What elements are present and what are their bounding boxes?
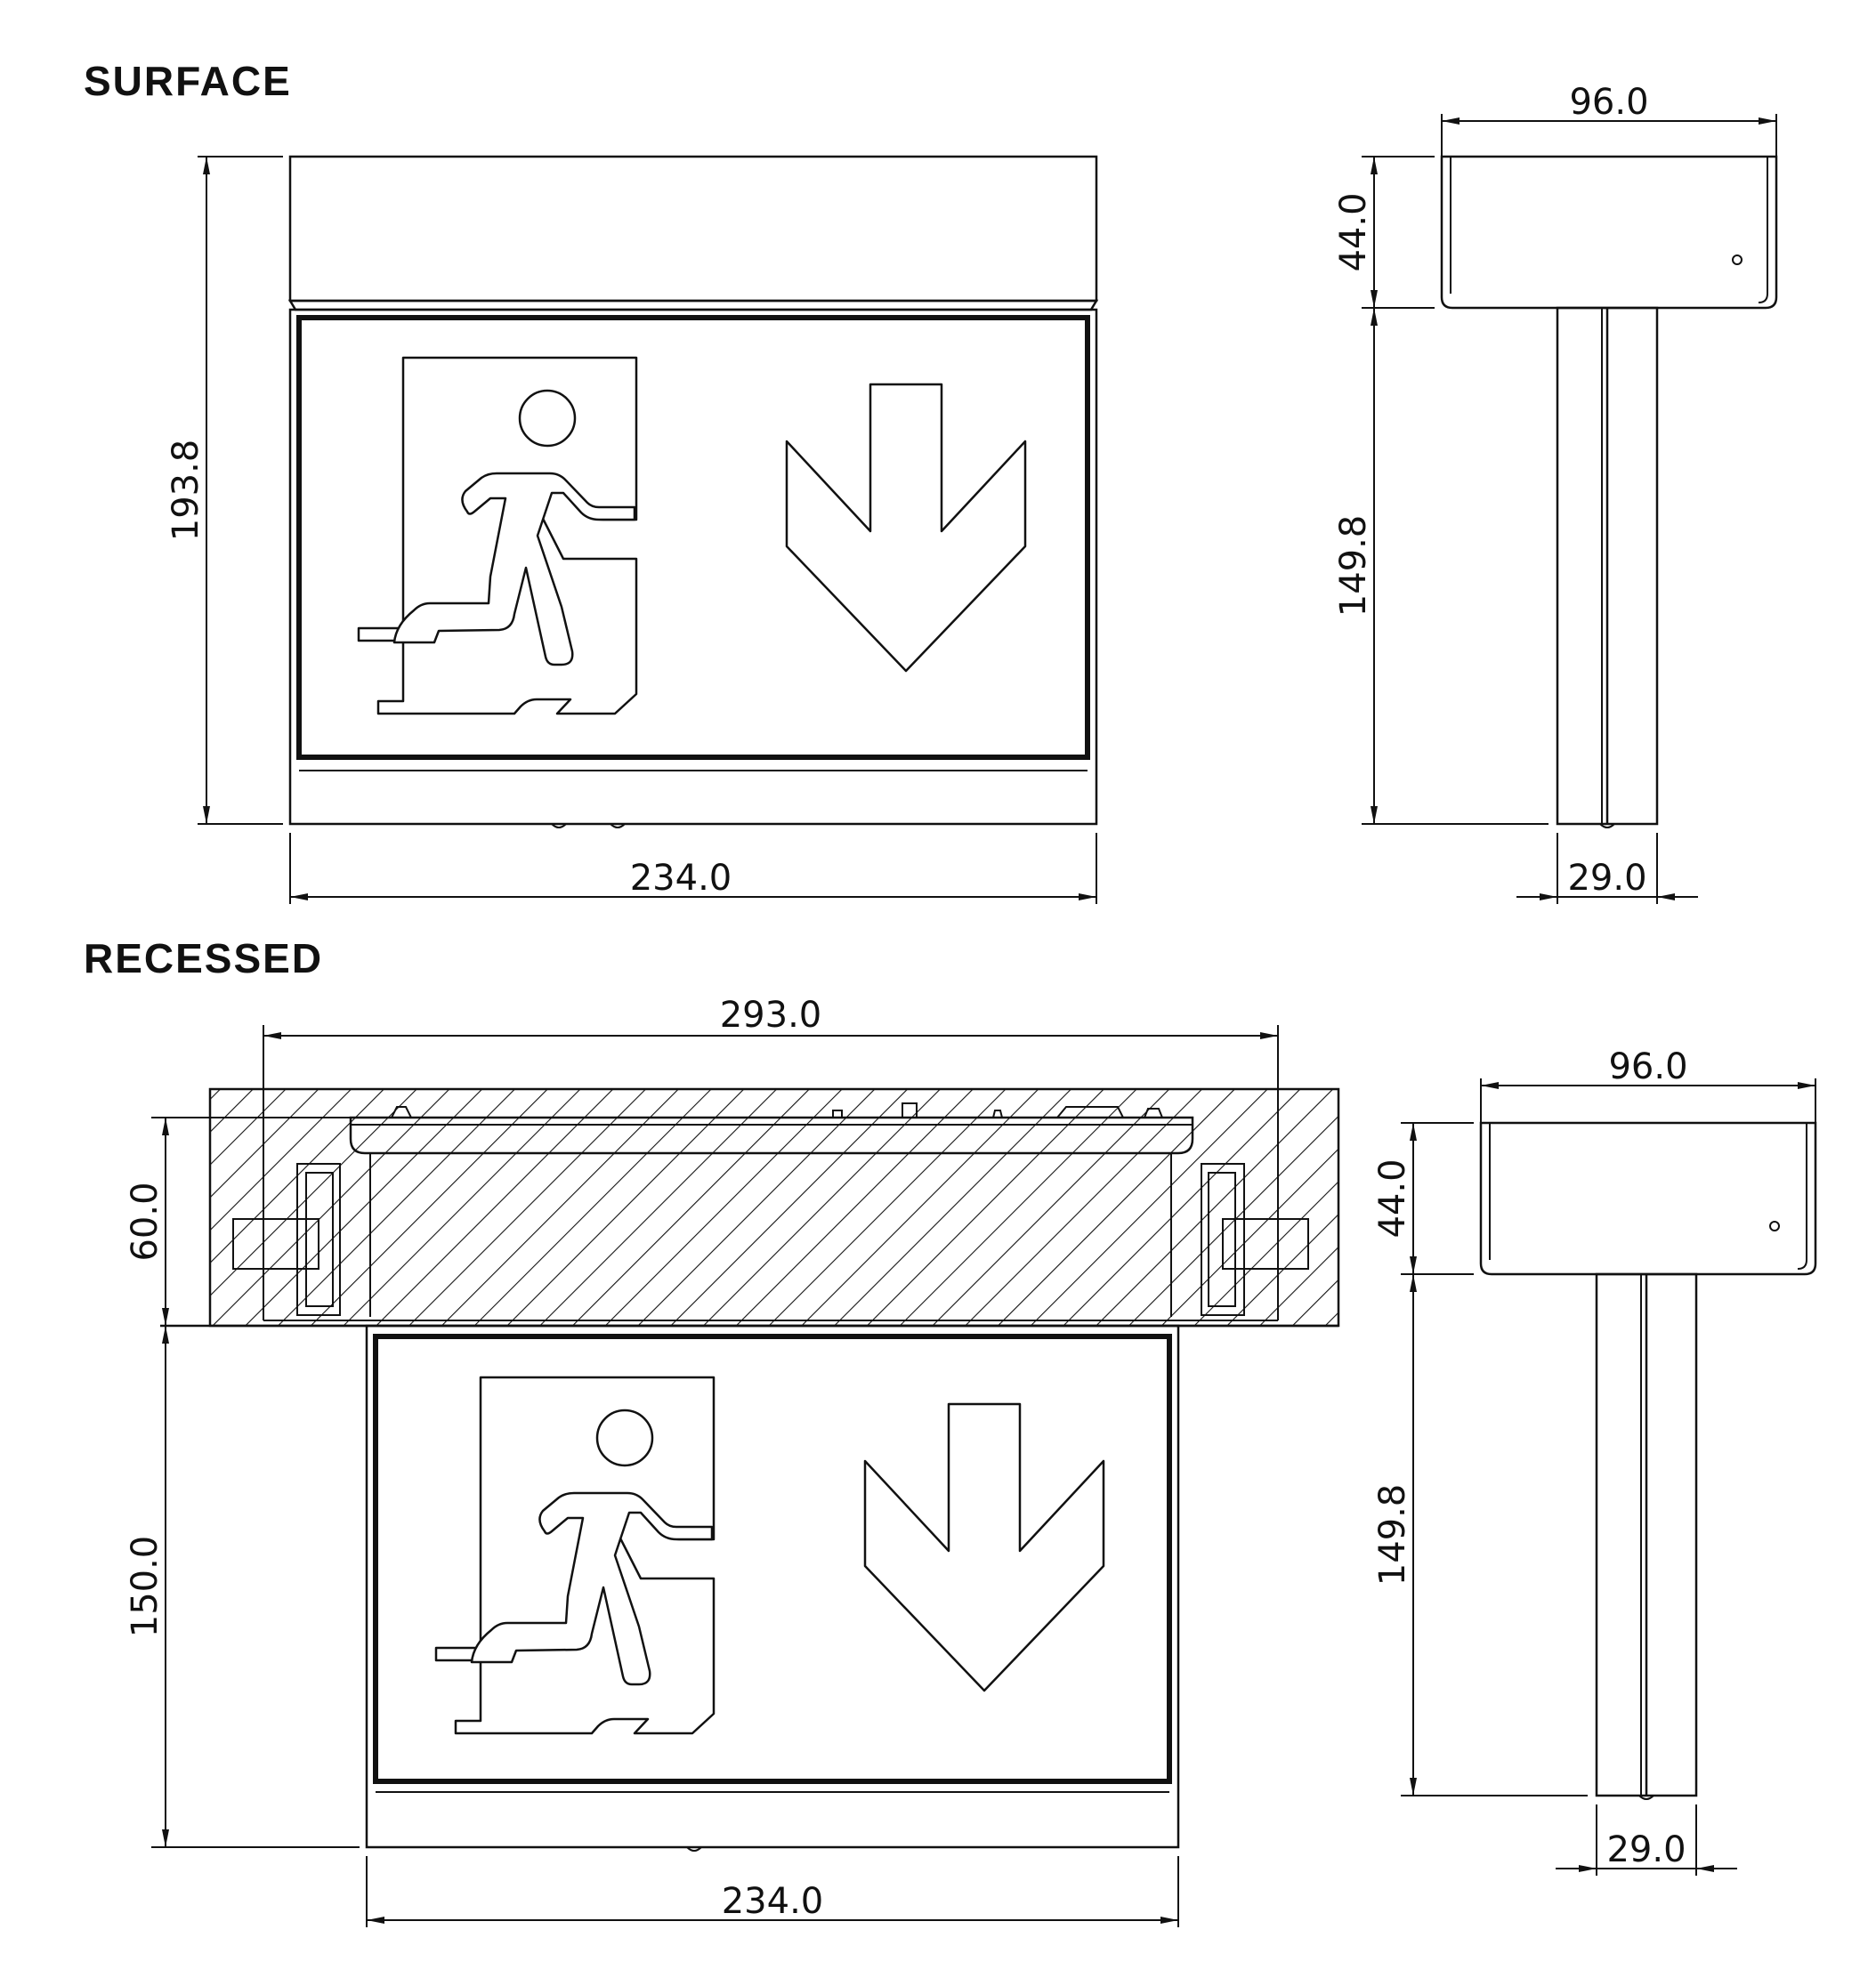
- recessed-side-head-label: 44.0: [1372, 1158, 1413, 1238]
- recessed-side-body-label: 149.8: [1372, 1484, 1413, 1586]
- recessed-side-width-label: 96.0: [1608, 1046, 1687, 1087]
- surface-side-width-label: 96.0: [1569, 82, 1648, 123]
- surface-front-dimensions: 193.8 234.0: [166, 156, 1097, 904]
- recessed-side-view: [1479, 1121, 1817, 1800]
- down-arrow-icon: [785, 383, 1027, 673]
- surface-side-depth-label: 29.0: [1567, 858, 1646, 899]
- recessed-side-dimensions: 96.0 44.0 149.8 29.0: [1372, 1046, 1816, 1876]
- surface-section-title: SURFACE: [84, 58, 292, 104]
- recessed-depth-label: 60.0: [125, 1182, 166, 1261]
- surface-front-view: [287, 155, 1099, 828]
- recessed-side-depth-label: 29.0: [1606, 1829, 1686, 1870]
- recessed-front-dimensions: 293.0 60.0 150.0 234.0: [125, 995, 1279, 1927]
- recessed-width-label: 234.0: [722, 1881, 824, 1922]
- surface-side-dimensions: 96.0 44.0 149.8 29.0: [1333, 82, 1777, 904]
- running-man-exit-icon: [357, 356, 638, 715]
- recessed-sign-height-label: 150.0: [125, 1536, 166, 1638]
- surface-side-view: [1440, 155, 1778, 828]
- recessed-section-title: RECESSED: [84, 935, 324, 981]
- surface-width-label: 234.0: [630, 858, 732, 899]
- surface-side-body-label: 149.8: [1333, 515, 1374, 618]
- recessed-running-man-exit-icon: [434, 1376, 716, 1735]
- recessed-front-view: [160, 1087, 1340, 1852]
- surface-side-head-label: 44.0: [1333, 192, 1374, 271]
- recessed-down-arrow-icon: [863, 1402, 1105, 1692]
- surface-height-label: 193.8: [166, 440, 206, 542]
- recessed-cutout-width-label: 293.0: [720, 995, 822, 1036]
